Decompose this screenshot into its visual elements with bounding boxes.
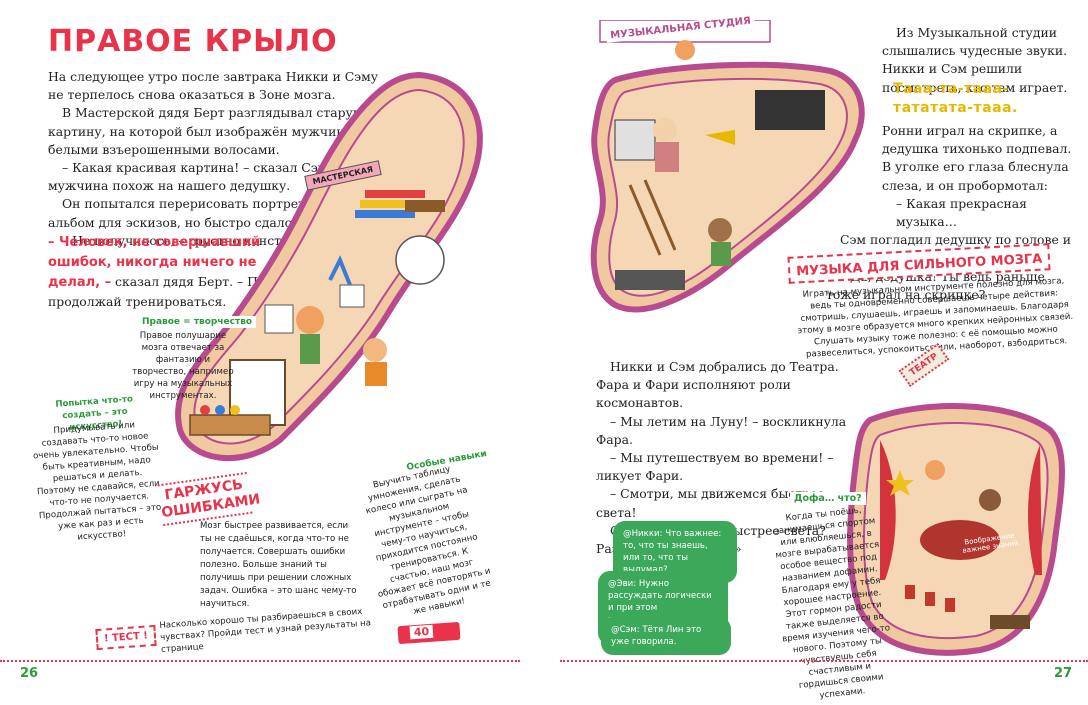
paragraph: – Какая прекрасная музыка… [896, 195, 1027, 230]
bust-statue-icon [395, 235, 445, 285]
proud-mistakes-note: Мозг быстрее развивается, если ты не сда… [200, 521, 357, 609]
proud-mistakes-title: ГАРЖУСЬ ОШИБКАМИ [157, 471, 261, 527]
stage-icon [920, 520, 1000, 560]
trumpet-icon [705, 130, 735, 145]
bench-icon [990, 615, 1030, 629]
violinist-boy-icon [708, 218, 732, 242]
paragraph: На следующее утро после завтрака Никки и… [48, 69, 379, 103]
paragraph: Он попытался перерисовать портрет в свой… [48, 196, 350, 230]
brain-theatre-illustration [847, 403, 1065, 656]
creativity-tag: Правое = творчество [138, 316, 257, 328]
paragraph: – Смотри, мы движемся быстрее света! [596, 486, 825, 520]
dopamine-tag: Дофа… что? [790, 492, 866, 505]
art-note: Придумывать или создавать что-то новое о… [32, 420, 162, 543]
grandpa-icon [653, 118, 677, 142]
seat-icon [905, 585, 915, 599]
bird-sculpture-icon [328, 255, 352, 286]
test-note: Насколько хорошо ты разбираешься в своих… [159, 606, 372, 655]
drum-kit-icon [614, 119, 656, 161]
curtain-right-icon [1028, 445, 1042, 575]
quote-text: – Человек, не совершавший ошибок, никогд… [48, 235, 261, 290]
star-icon [886, 470, 914, 496]
paragraph: Ронни играл на скрипке, а дедушка тихонь… [882, 123, 1072, 193]
quote-block: – Человек, не совершавший ошибок, никогд… [48, 232, 298, 311]
mixer-icon [615, 270, 685, 290]
dopamine-note: Когда ты поёшь, занимаешься спортом или … [773, 505, 891, 701]
ladder-icon [628, 184, 662, 256]
paragraph: Никки и Сэм добрались до Театра. Фара и … [596, 359, 839, 411]
story-text-studio: Из Музыкальной студии слышались чудесные… [882, 24, 1072, 97]
boy-sitting-icon [363, 338, 387, 362]
painter-boy-icon [296, 306, 324, 334]
page-divider [560, 660, 1088, 662]
page-divider [0, 660, 520, 662]
brain-workshop-illustration [175, 71, 483, 462]
stripe-icon [365, 190, 425, 198]
paragraph: В Мастерской дядя Берт разглядывал стару… [48, 105, 364, 157]
page-number-right: 27 [1054, 666, 1073, 681]
paragraph: – Какая красивая картина! – сказал Сэм. … [48, 160, 376, 194]
paragraph: – Мы путешествуем во времени! – ликует Ф… [596, 450, 834, 484]
page-title: ПРАВОЕ КРЫЛО [48, 24, 338, 59]
astronaut-girl-icon [925, 460, 945, 480]
sound-line: Тааа-та-тааа- [893, 81, 1009, 97]
brain-studio-illustration [590, 20, 865, 313]
pencil-icon: 40 [397, 621, 461, 645]
sound-text: Тааа-та-тааа- тататата-тааа. [893, 80, 1018, 118]
quote-continuation: сказал дядя Берт. – Просто продолжай тре… [48, 274, 295, 309]
skills-note: Выучить таблицу умножения, сделать колес… [364, 464, 492, 617]
chat-message: @Сэм: Тётя Лин это уже говорила. [601, 617, 731, 655]
story-text-studio-2: Ронни играл на скрипке, а дедушка тихонь… [826, 122, 1072, 304]
curtain-left-icon [880, 440, 896, 580]
easel-icon [229, 359, 286, 426]
paint-table-icon [189, 414, 271, 436]
creativity-note: Правое полушарие мозга отвечает за фанта… [132, 331, 234, 401]
piano-icon [755, 90, 825, 130]
sound-line: тататата-тааа. [893, 100, 1018, 116]
ship-model-icon [405, 200, 445, 212]
paragraph: – Мы летим на Луну! – воскликнула Фара. [596, 413, 847, 447]
astronaut-boy-icon [979, 489, 1001, 511]
test-page-number: 40 [409, 624, 434, 640]
singer-icon [675, 40, 695, 60]
test-label: ! ТЕСТ ! [95, 624, 157, 651]
page-number-left: 26 [20, 666, 39, 681]
paragraph: Из Музыкальной студии слышались чудесные… [882, 25, 1068, 95]
